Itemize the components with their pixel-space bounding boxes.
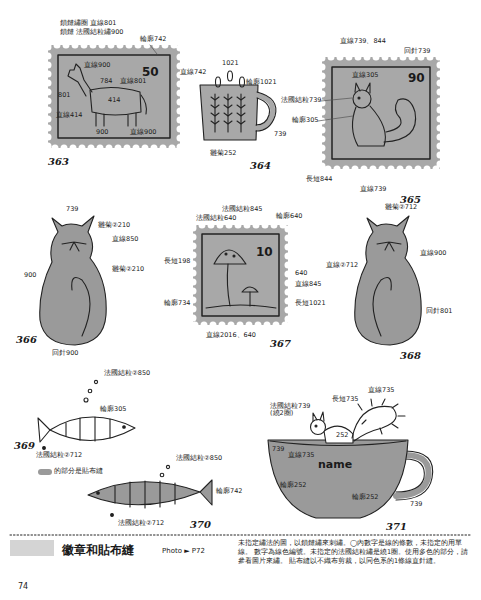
legend-swatch xyxy=(38,469,52,475)
stitch-label: 直線②712 xyxy=(326,262,358,269)
stitch-label: 鎖鏈繡圈 直線801 xyxy=(60,20,116,27)
figure-number: 367 xyxy=(270,338,291,350)
stitch-label: 輪廓252 xyxy=(352,494,378,501)
stitch-label: 回針801 xyxy=(426,308,452,315)
figure-number: 366 xyxy=(16,334,37,346)
stitch-label: 法國結粒②850 xyxy=(104,370,150,377)
stitch-label: 直線845 xyxy=(295,281,321,288)
stitch-label: 1021 xyxy=(222,60,239,67)
stitch-label: 直線900 xyxy=(130,129,156,136)
stitch-label: 739 xyxy=(410,501,422,508)
stitch-label: 法國結粒640 xyxy=(196,215,236,222)
stitch-label: 長短735 xyxy=(332,396,358,403)
stitch-label: 輪廓742 xyxy=(216,488,242,495)
stitch-label: 輪廓742 xyxy=(140,36,166,43)
stitch-label: 直線801 xyxy=(120,78,146,85)
stitch-label: 回針739 xyxy=(404,48,430,55)
stitch-label: 長短844 xyxy=(306,176,332,183)
stitch-label: 回針900 xyxy=(52,350,78,357)
stitch-label: 直線735 xyxy=(368,387,394,394)
stitch-label: 雛菊②210 xyxy=(98,222,130,229)
figure-number: 368 xyxy=(400,350,421,362)
stitch-label: 直線900 xyxy=(84,62,110,69)
stitch-label: 長短1021 xyxy=(295,300,326,307)
instruction-note: 未指定繡法的圖，以鎖鏈繡來刺繡。◯內數字是線的條數，未指定的用單線。 數字為線色… xyxy=(238,539,472,565)
stitch-label: 784 xyxy=(100,78,112,85)
stamp-value: 10 xyxy=(256,246,273,260)
photo-reference: Photo ► P72 xyxy=(162,547,205,555)
stitch-label: 雛菊②712 xyxy=(385,204,417,211)
stitch-label: 長短198 xyxy=(164,258,190,265)
stitch-label: 輪廓1021 xyxy=(246,79,277,86)
stitch-label: 900 xyxy=(96,129,108,136)
legend-text: 的部分是貼布縫 xyxy=(54,467,103,476)
stitch-label: 直線305 xyxy=(352,72,378,79)
stitch-label: 739 xyxy=(274,131,286,138)
figure-number: 370 xyxy=(190,519,211,531)
section-title: 徽章和貼布縫 xyxy=(62,542,134,559)
stitch-label: 801 xyxy=(58,92,70,99)
figure-number: 371 xyxy=(386,521,407,533)
stitch-label: 鎖鏈 法國結粒繡900 xyxy=(60,29,123,36)
stitch-label: 法國結粒②850 xyxy=(176,455,222,462)
stitch-label: 輪廓305 xyxy=(100,406,126,413)
stitch-label: 直線739、844 xyxy=(340,38,386,45)
stitch-label: 直線739 xyxy=(360,186,386,193)
stitch-label: 法國結粒②712 xyxy=(118,520,164,527)
stitch-label: 739 xyxy=(272,446,284,453)
stitch-label: 640 xyxy=(295,270,307,277)
figure-number: 369 xyxy=(14,440,35,452)
stitch-label: 輪廓252 xyxy=(280,482,306,489)
stitch-label: 法國結粒②712 xyxy=(36,452,82,459)
stitch-label: 雛菊252 xyxy=(210,150,236,157)
figure-number: 363 xyxy=(48,156,69,168)
figure-number: 364 xyxy=(250,160,271,172)
stitch-label: 法國結粒739 (繞2圈) xyxy=(270,403,312,418)
stitch-label: 直線735 xyxy=(288,452,314,459)
page-number: 74 xyxy=(18,582,28,591)
stitch-label: 900 xyxy=(24,272,36,279)
stitch-label: 輪廓734 xyxy=(164,300,190,307)
stitch-label: 輪廓305 xyxy=(292,117,318,124)
stitch-label: 直線2016、640 xyxy=(206,332,256,339)
stitch-label: 法國結粒845 xyxy=(222,206,262,213)
stitch-label: 直線742 xyxy=(180,69,206,76)
stitch-label: 414 xyxy=(108,97,120,104)
stitch-label: 直線414 xyxy=(56,112,82,119)
stitch-label: 直線850 xyxy=(112,236,138,243)
stamp-value: 90 xyxy=(408,72,425,86)
stitch-label: 直線900 xyxy=(420,250,446,257)
stitch-label: 雛菊②210 xyxy=(112,266,144,273)
stitch-label: 輪廓640 xyxy=(276,213,302,220)
stitch-label: 法國結粒739 xyxy=(281,97,321,104)
name-text: name xyxy=(318,459,352,472)
stitch-label: 252 xyxy=(336,432,348,439)
stitch-label: 739 xyxy=(66,206,78,213)
legend-item: 的部分是貼布縫 xyxy=(38,467,103,476)
